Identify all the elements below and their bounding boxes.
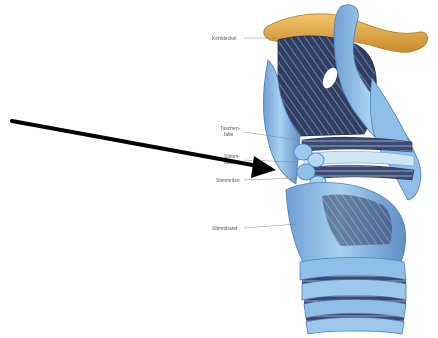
label-stimmritze: Stimmritze bbox=[216, 178, 240, 184]
label-stimmband: Stimmband bbox=[212, 226, 238, 232]
label-kehldeckel: Kehldeckel bbox=[212, 36, 236, 42]
trachea bbox=[300, 258, 406, 335]
label-taschenfalte-line2: falte bbox=[224, 132, 234, 138]
